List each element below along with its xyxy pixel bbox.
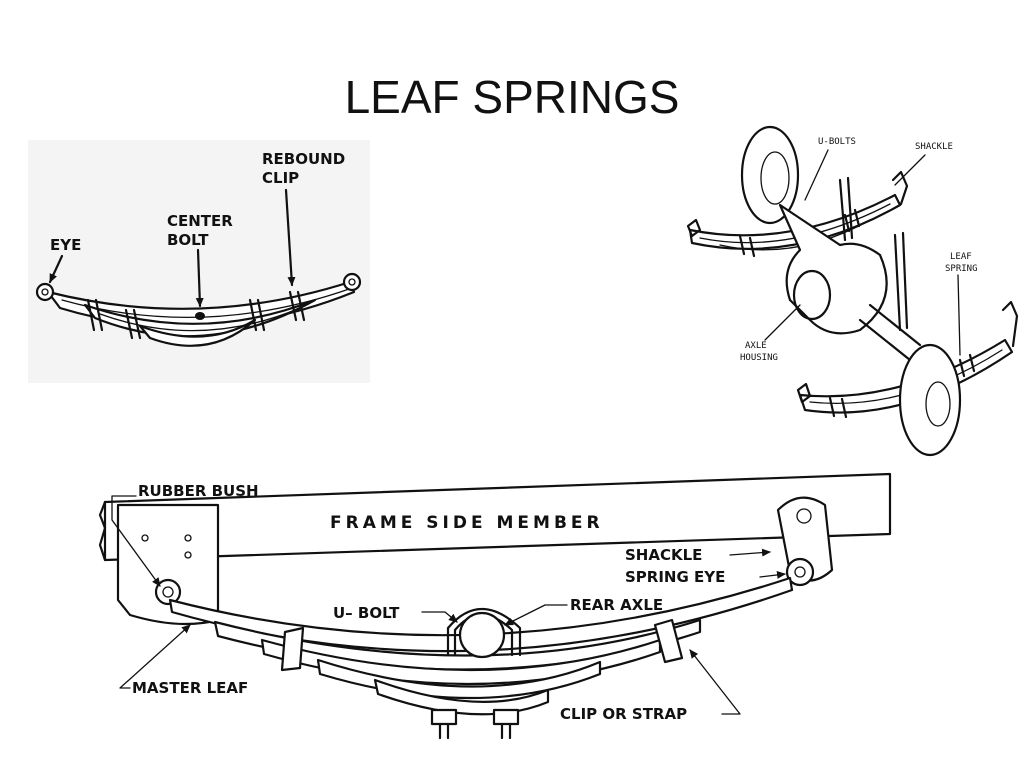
label-shackle-small: SHACKLE [915,142,953,152]
leader-axle-housing [764,304,801,341]
leader-rear-axle [504,604,568,626]
leaf-spring-diagram-1: EYE CENTER BOLT REBOUND CLIP [28,140,370,383]
label-center-bolt-line2: BOLT [167,231,209,249]
label-u-bolt: U– BOLT [333,604,400,622]
label-eye: EYE [50,236,81,254]
front-hanger-bracket [116,503,220,626]
leader-master-leaf [119,624,191,689]
axle-housing [778,203,888,335]
leader-clip-or-strap [689,649,741,715]
label-clip-or-strap: CLIP OR STRAP [560,705,687,723]
label-rebound-clip-line1: REBOUND [262,150,345,168]
arrow-eye [48,254,64,284]
frame-side-member [103,472,892,562]
arrow-center-bolt [195,248,204,308]
master-leaf [168,576,794,653]
clip-left [280,626,305,672]
rebound-clip-right [288,290,306,322]
label-shackle: SHACKLE [625,546,702,564]
clip-right [653,618,684,664]
shock-absorber-2 [893,231,909,332]
leader-u-bolt [421,611,458,623]
spring-eye-right [342,272,362,292]
arrow-rebound-clip [284,188,296,287]
leader-shackle-large [729,548,771,557]
leader-shackle [894,154,926,186]
label-leaf-spring-line1: LEAF [950,252,972,262]
label-rebound-clip-line2: CLIP [262,169,299,187]
leader-u-bolts [804,149,829,201]
label-center-bolt-line1: CENTER [167,212,233,230]
rubber-bush [154,578,182,606]
shock-absorber-1 [838,176,854,242]
label-axle-housing-line1: AXLE [745,341,767,351]
leader-rubber-bush [111,495,161,587]
label-spring-eye: SPRING EYE [625,568,725,586]
label-frame-side-member: FRAME SIDE MEMBER [330,513,604,533]
spring-eye-left [35,282,55,302]
rebound-clip-left [86,298,104,332]
leader-leaf-spring [957,274,961,356]
brake-drum-front [898,343,962,457]
axle-assembly-diagram: U-BOLTS SHACKLE LEAF SPRING AXLE HOUSING [686,125,1019,457]
leaf-spring-diagram-3: FRAME SIDE MEMBER RUBBER BUSH SHACKLE [98,472,892,740]
leader-spring-eye [759,570,786,579]
brake-drum-rear [740,125,800,225]
spring-eye [785,557,815,587]
label-axle-housing-line2: HOUSING [740,353,778,363]
label-rubber-bush: RUBBER BUSH [138,482,259,500]
label-rear-axle: REAR AXLE [570,596,663,614]
label-master-leaf: MASTER LEAF [132,679,248,697]
center-bolt [195,312,205,320]
label-u-bolts: U-BOLTS [818,137,856,147]
slide-title: LEAF SPRINGS [344,71,680,123]
rear-axle [458,611,506,659]
label-leaf-spring-line2: SPRING [945,264,978,274]
